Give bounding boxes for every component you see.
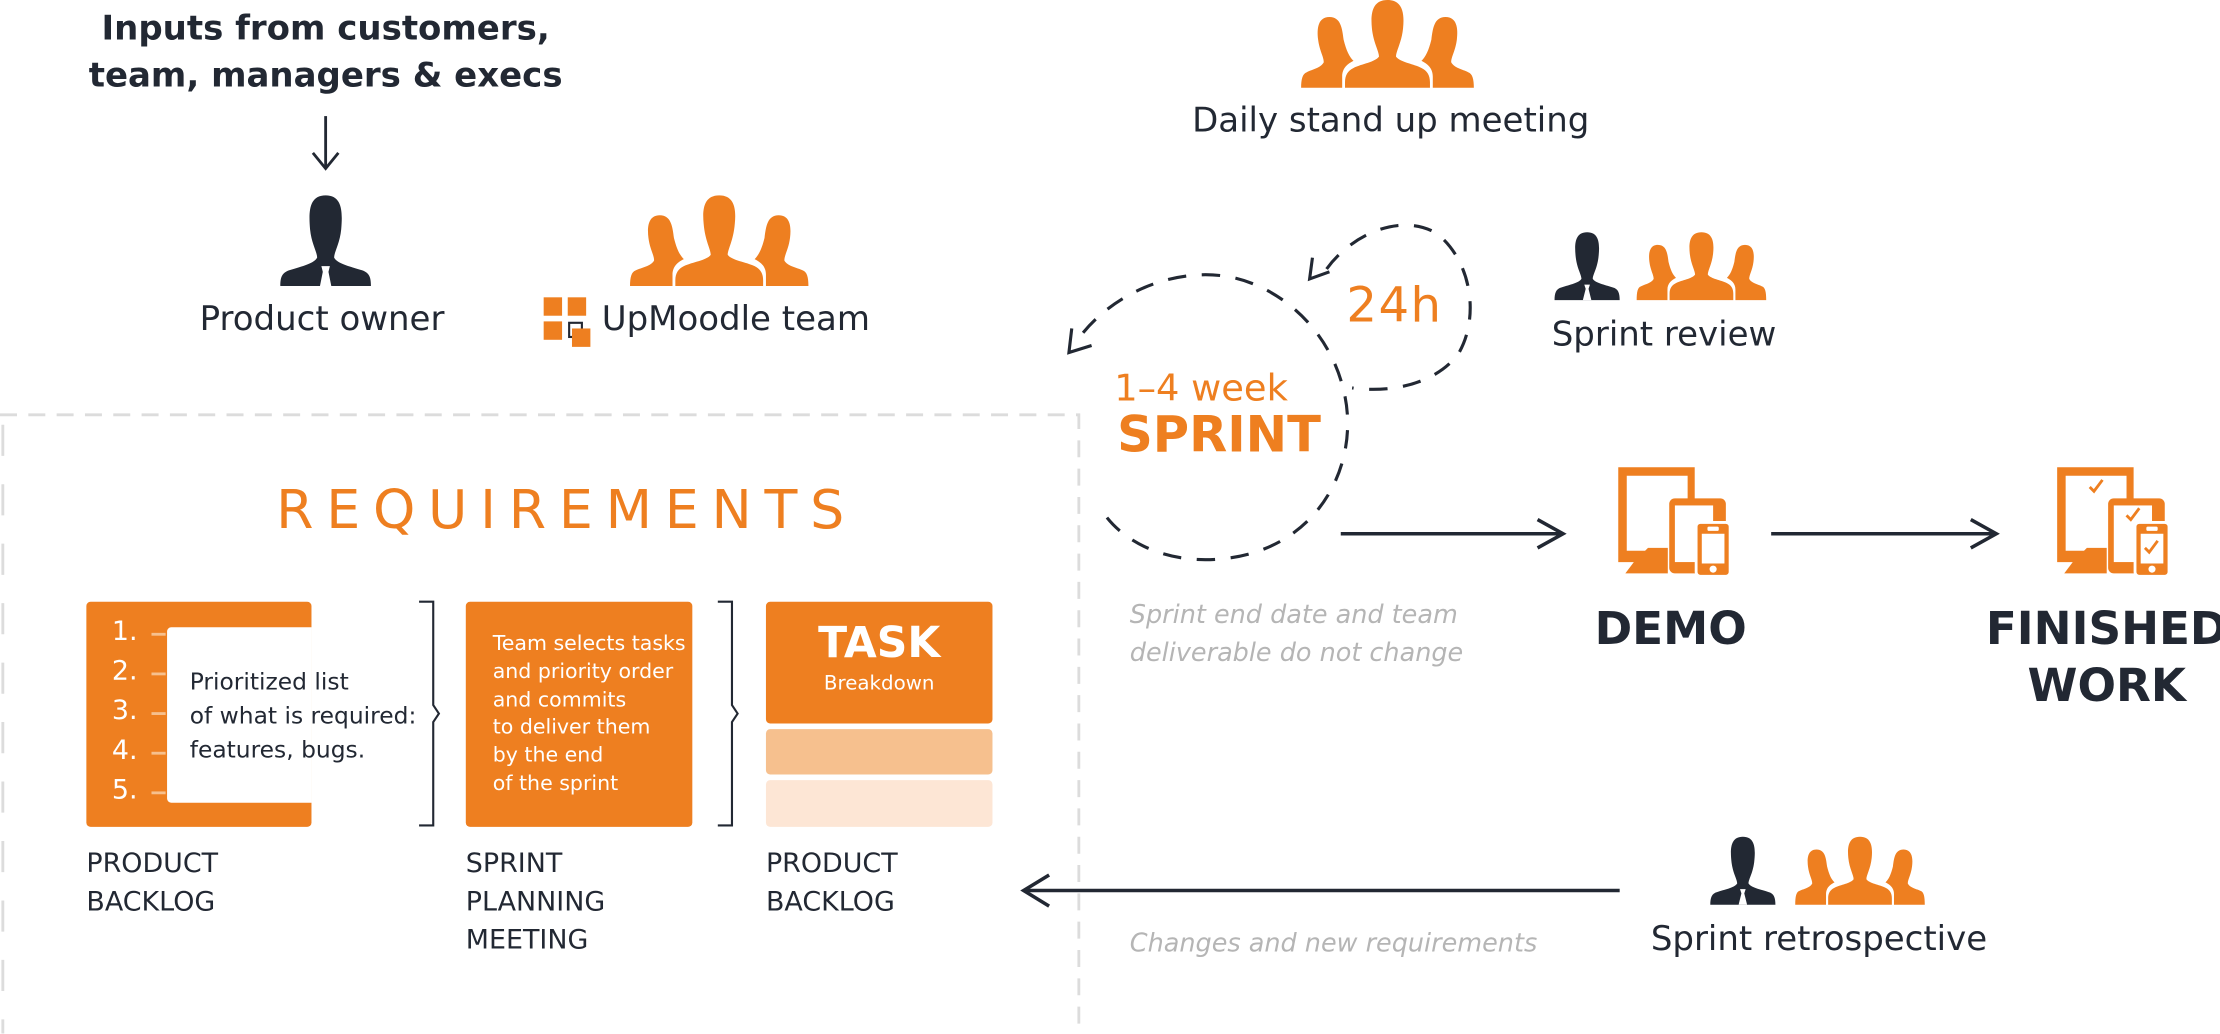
task-breakdown-card: TASK Breakdown (765, 601, 993, 724)
standup-label: Daily stand up meeting (1192, 100, 1590, 141)
sprint-retrospective-label: Sprint retrospective (1650, 918, 1988, 959)
inputs-title: Inputs from customers, team, managers & … (57, 6, 595, 99)
backlog-item-number: 5. (111, 774, 138, 806)
person-tie-icon (280, 195, 371, 286)
backlog-item-number: 4. (111, 734, 138, 766)
bracket-icon (419, 600, 441, 827)
sprint-review-label: Sprint review (1551, 314, 1777, 354)
sprint-title: SPRINT (1117, 407, 1321, 465)
group-icon (630, 195, 809, 286)
review-participants-icon (1554, 232, 1767, 301)
backlog-item-number: 2. (111, 655, 138, 687)
arrow-down-icon (311, 116, 340, 171)
sprint-cycle-icon (1067, 223, 1472, 562)
task-layer-3 (765, 780, 993, 827)
upmoodle-logo-icon (543, 297, 591, 347)
sprint-note: Sprint end date and team deliverable do … (1129, 600, 1464, 669)
sprint-duration-label: 1–4 week (1114, 368, 1288, 411)
backlog-item-number: 3. (111, 695, 138, 727)
product-backlog-card: 1. 2. 3. 4. 5. (86, 601, 312, 827)
inputs-title-line1: Inputs from customers, (101, 8, 550, 49)
team-label: UpMoodle team (601, 298, 870, 339)
arrow-left-icon (1020, 873, 1620, 908)
devices-checked-icon (2057, 467, 2171, 578)
task-subtitle: Breakdown (823, 672, 935, 696)
backlog-description: Prioritized list of what is required: fe… (189, 668, 417, 764)
inputs-title-line2: team, managers & execs (88, 55, 563, 95)
person-tie-icon (1554, 232, 1620, 301)
sprint-planning-label: SPRINT PLANNING MEETING (465, 848, 606, 956)
task-backlog-label: PRODUCT BACKLOG (765, 848, 898, 918)
backlog-item-number: 1. (111, 615, 138, 648)
demo-label: DEMO (1594, 601, 1747, 656)
product-backlog-label: PRODUCT BACKLOG (86, 848, 219, 918)
requirements-title: REQUIREMENTS (276, 478, 858, 541)
devices-icon (1618, 467, 1732, 578)
task-title: TASK (818, 618, 941, 669)
person-tie-icon (1710, 836, 1776, 905)
group-icon (1301, 0, 1474, 88)
task-layer-2 (765, 729, 993, 775)
arrow-right-icon (1340, 518, 1567, 550)
sprint-planning-card: Team selects tasks and priority order an… (465, 601, 693, 827)
product-owner-label: Product owner (199, 298, 445, 339)
arrow-right-icon (1771, 518, 2000, 550)
finished-work-label: FINISHED WORK (1985, 601, 2220, 713)
bracket-icon (717, 600, 739, 827)
daily-cycle-label: 24h (1346, 277, 1443, 335)
retrospective-participants-icon (1710, 836, 1925, 905)
retrospective-note: Changes and new requirements (1129, 928, 1538, 959)
